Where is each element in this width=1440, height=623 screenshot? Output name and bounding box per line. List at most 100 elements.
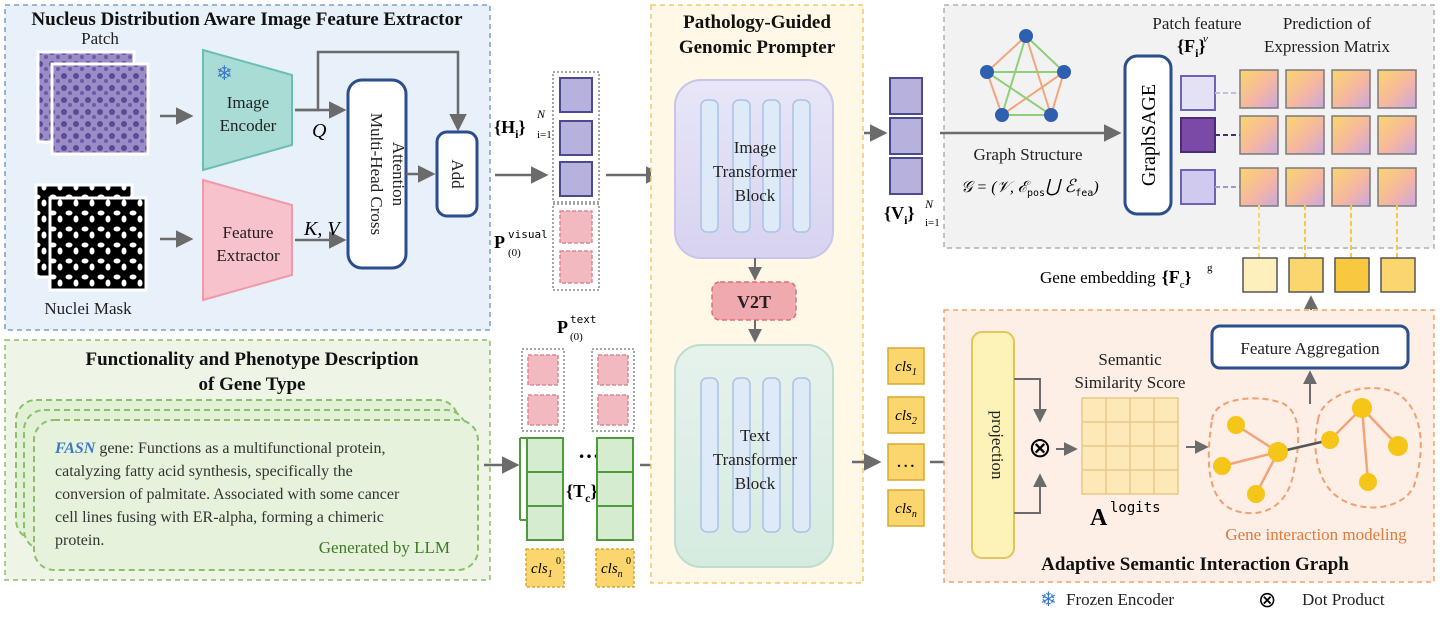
- feature-extractor-panel: Nucleus Distribution Aware Image Feature…: [4, 4, 491, 331]
- v2t-block: V2T: [711, 281, 797, 321]
- description-title-2: of Gene Type: [199, 374, 306, 395]
- h-token: [559, 120, 593, 156]
- graph-panel: Graph Structure 𝒢 = (𝒱, ℰpos⋃ ℰfea) Grap…: [940, 4, 1435, 249]
- description-line1: gene: Functions as a multifunctional pro…: [95, 440, 385, 457]
- p-text-sup: text: [570, 313, 597, 326]
- clsn-0-token: [595, 548, 635, 588]
- patch-feature-sup: v: [1203, 33, 1208, 45]
- patch-label: Patch: [81, 29, 119, 48]
- v-token: [889, 77, 923, 115]
- cls1-0-sup: 0: [556, 556, 561, 567]
- frozen-legend-icon: ❄: [1040, 587, 1057, 611]
- cls1-0-token: [525, 548, 565, 588]
- feature-extractor-line2: Extractor: [216, 246, 280, 265]
- v-token: [889, 117, 923, 155]
- description-text-1: FASN gene: Functions as a multifunctiona…: [54, 440, 386, 457]
- h-label: {Hi}: [494, 117, 526, 141]
- cls-token: [887, 443, 925, 481]
- prediction-title-1: Prediction of: [1283, 14, 1372, 33]
- gene-name: FASN: [54, 440, 97, 457]
- gene-interaction-label: Gene interaction modeling: [1225, 525, 1407, 544]
- patch-feature-sym: {Fi}: [1177, 36, 1206, 60]
- prediction-title-2: Expression Matrix: [1264, 37, 1391, 56]
- gene-embedding-token: [1242, 257, 1278, 293]
- prompter-title-1: Pathology-Guided: [683, 12, 831, 33]
- q-label: Q: [312, 120, 327, 142]
- v-tokens: {Vi} N i=1: [884, 77, 940, 229]
- v-token: [889, 157, 923, 195]
- feature-aggregation-label: Feature Aggregation: [1240, 339, 1380, 358]
- prompter-panel: Pathology-Guided Genomic Prompter Image …: [650, 4, 864, 584]
- nuclei-mask-image: [34, 183, 148, 292]
- similarity-line1: Semantic: [1098, 350, 1162, 369]
- h-token: [559, 77, 593, 113]
- similarity-line2: Similarity Score: [1075, 373, 1186, 392]
- graph-formula: 𝒢 = (𝒱, ℰpos⋃ ℰfea): [961, 176, 1099, 199]
- v-label: {Vi}: [884, 203, 915, 227]
- graphsage-label: GraphSAGE: [1138, 84, 1160, 186]
- graph-structure-label: Graph Structure: [973, 145, 1082, 164]
- p-visual-sup: visual: [508, 228, 548, 241]
- v-range-bot: i=1: [925, 217, 940, 229]
- cls-token-label: cls2: [895, 408, 917, 427]
- h-range-top: N: [536, 107, 546, 121]
- dot-legend-icon: ⊗: [1258, 588, 1276, 613]
- gene-embedding-sup: g: [1207, 262, 1213, 274]
- generated-by-llm: Generated by LLM: [319, 538, 450, 557]
- feature-aggregation-block: Feature Aggregation: [1210, 324, 1410, 370]
- image-transformer-block: Image Transformer Block: [674, 79, 834, 259]
- add-block: Add: [435, 130, 479, 218]
- tokens-ellipsis: …: [578, 438, 600, 463]
- patch-image: [36, 50, 150, 156]
- interaction-title: Adaptive Semantic Interaction Graph: [1041, 554, 1349, 575]
- p-text-label: P: [557, 317, 568, 337]
- dot-product-icon: ⊗: [1028, 431, 1051, 464]
- patch-feature-token: [1180, 75, 1216, 111]
- image-block-line2: Transformer: [713, 162, 798, 181]
- feature-extractor-title: Nucleus Distribution Aware Image Feature…: [31, 9, 463, 30]
- attention-line1: Multi-Head Cross: [367, 113, 386, 235]
- h-token: [559, 161, 593, 197]
- kv-label: K, V: [303, 218, 342, 240]
- similarity-matrix: [1081, 397, 1179, 495]
- t-tokens: … {Tc} cls1 0 clsn 0: [484, 437, 635, 588]
- p-visual-label: P: [494, 232, 505, 252]
- patch-feature-token: [1180, 169, 1216, 205]
- cls-token-label: cls1: [895, 359, 917, 378]
- graphsage-block: GraphSAGE: [1123, 54, 1173, 216]
- cls-token: [887, 396, 925, 434]
- projection-block: projection: [971, 331, 1015, 559]
- snowflake-icon: ❄: [216, 61, 233, 85]
- gene-embedding-token: [1380, 257, 1416, 293]
- image-encoder-line1: Image: [227, 93, 269, 112]
- cls1-0-label: cls1: [531, 561, 553, 580]
- p-text-tokens: P text (0): [521, 313, 635, 432]
- h-tokens: {Hi} N i=1 P visual (0): [494, 71, 600, 291]
- feature-extractor-line1: Feature: [223, 223, 274, 242]
- p-visual-token: [559, 210, 593, 244]
- legend: ❄ Frozen Encoder ⊗ Dot Product: [1040, 587, 1385, 613]
- clsn-0-sup: 0: [626, 556, 631, 567]
- expression-matrix: [1239, 69, 1417, 207]
- dot-legend-label: Dot Product: [1302, 590, 1385, 609]
- gene-embedding-token: [1334, 257, 1370, 293]
- a-logits: A: [1090, 505, 1108, 531]
- description-title-1: Functionality and Phenotype Description: [85, 349, 418, 370]
- text-block-line1: Text: [740, 426, 770, 445]
- description-text-2: catalyzing fatty acid synthesis, specifi…: [55, 463, 353, 480]
- cross-attention-block: Multi-Head Cross Attention: [346, 78, 408, 270]
- h-range-bot: i=1: [537, 129, 552, 141]
- p-visual-token: [559, 250, 593, 284]
- text-block-line2: Transformer: [713, 450, 798, 469]
- description-panel: Functionality and Phenotype Description …: [4, 339, 491, 581]
- t-label: {Tc}: [566, 481, 598, 505]
- cls-token: [887, 347, 925, 385]
- text-transformer-block: Text Transformer Block: [674, 344, 834, 568]
- image-block-line1: Image: [734, 138, 776, 157]
- nuclei-mask-label: Nuclei Mask: [44, 299, 132, 318]
- p-visual-sub: (0): [508, 247, 521, 259]
- description-text-3: conversion of palmitate. Associated with…: [55, 486, 400, 503]
- gene-embedding-label: Gene embedding{Fc}: [1040, 267, 1192, 291]
